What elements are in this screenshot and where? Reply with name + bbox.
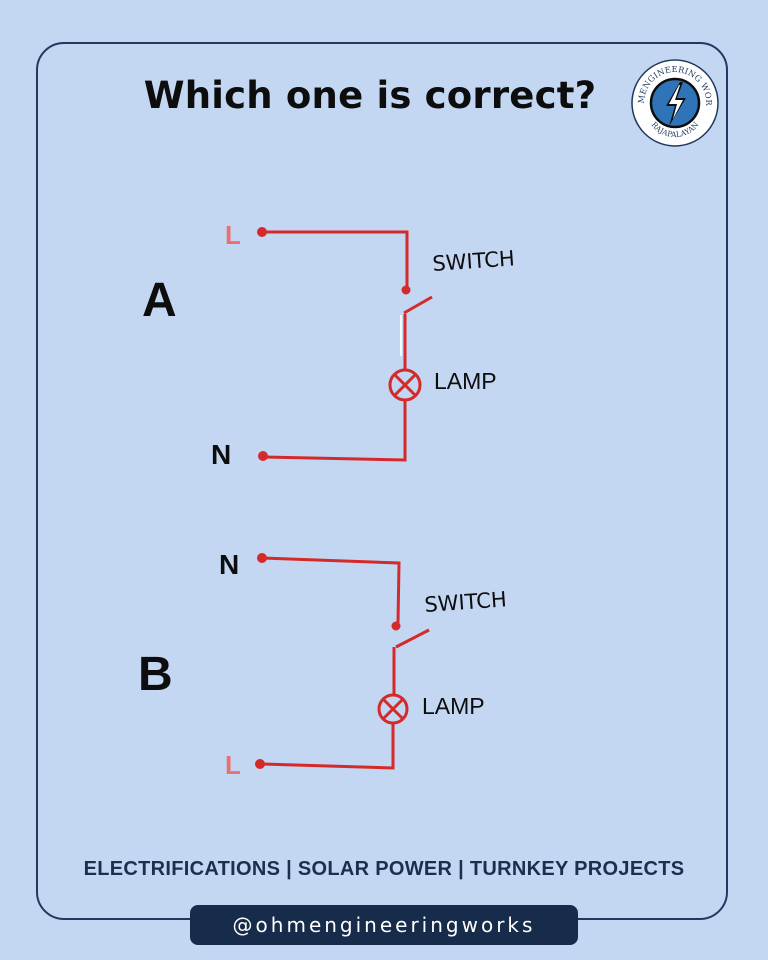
diagram-a-top-terminal-label: L xyxy=(225,220,241,250)
diagram-b-switch-blade xyxy=(395,628,430,649)
diagram-b-lamp-label: LAMP xyxy=(422,693,485,719)
diagram-b-switch-contact xyxy=(391,621,401,631)
diagram-a-bottom-terminal-label: N xyxy=(211,439,231,470)
diagram-b: B N L SWITCH LAMP xyxy=(138,549,507,780)
diagram-a-top-wire xyxy=(262,230,409,287)
diagram-a: A L N SWITCH LAMP xyxy=(142,220,515,470)
diagram-a-lamp-icon xyxy=(388,368,422,402)
diagram-b-top-terminal-label: N xyxy=(219,549,239,580)
diagram-a-switch-blade xyxy=(403,295,433,315)
diagram-b-lamp-icon xyxy=(377,693,409,725)
diagram-b-bottom-wire xyxy=(261,723,395,770)
diagram-a-switch-contact xyxy=(401,285,411,295)
diagram-a-switch-label: SWITCH xyxy=(432,246,516,276)
diagram-b-bottom-terminal-label: L xyxy=(225,750,241,780)
logo: OHMENGINEERING WORKS RAJAPALAYAN xyxy=(630,58,719,147)
page-title: Which one is correct? xyxy=(143,74,597,117)
services-tagline: ELECTRIFICATIONS | SOLAR POWER | TURNKEY… xyxy=(83,858,685,880)
diagram-b-top-wire xyxy=(261,556,401,624)
diagram-a-label: A xyxy=(142,274,177,327)
social-handle-bar: @ohmengineeringworks xyxy=(190,905,578,945)
diagram-b-label: B xyxy=(138,648,173,701)
lightning-bolt-icon xyxy=(666,82,686,126)
diagram-b-bottom-terminal-dot xyxy=(255,759,265,769)
diagram-b-switch-label: SWITCH xyxy=(424,587,508,617)
diagram-a-bottom-wire xyxy=(263,401,407,462)
diagram-a-bottom-terminal-dot xyxy=(258,451,268,461)
social-handle: @ohmengineeringworks xyxy=(232,913,536,937)
diagram-a-lamp-label: LAMP xyxy=(434,368,497,394)
